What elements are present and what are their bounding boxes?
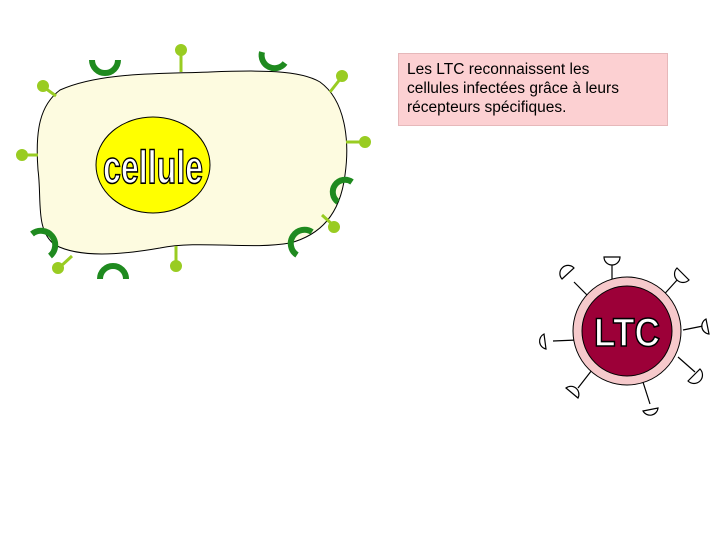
antigen	[175, 44, 187, 72]
caption-line: cellules infectées grâce à leurs	[407, 80, 619, 97]
cell-label: cellule	[103, 141, 203, 193]
receptor-group	[30, 51, 354, 280]
antigen	[170, 246, 182, 272]
cell-receptor	[97, 263, 129, 280]
caption-line: récepteurs spécifiques.	[407, 99, 567, 116]
antigen	[346, 136, 371, 148]
ltc-label: LTC	[594, 311, 660, 355]
ltc-nucleus	[581, 285, 673, 377]
cell-receptor	[258, 51, 288, 72]
antigen-group	[16, 44, 371, 274]
ltc-receptor	[603, 256, 621, 283]
ltc-receptor	[677, 356, 704, 385]
antigen	[52, 254, 74, 274]
infected-cell: cellule	[16, 44, 371, 280]
antigen	[37, 80, 57, 98]
cell-receptor	[30, 227, 59, 259]
ltc-receptor	[538, 333, 578, 350]
ltc-receptor	[682, 318, 710, 335]
ltc-receptor	[565, 369, 593, 399]
ltc-receptor	[641, 378, 659, 416]
ltc-cell: LTC	[538, 256, 710, 416]
caption-line: Les LTC reconnaissent les	[407, 61, 590, 78]
cell-receptor	[329, 176, 354, 205]
cell-receptor	[287, 226, 314, 258]
cell-receptor	[89, 59, 121, 76]
antigen	[16, 149, 38, 161]
caption-box: Les LTC reconnaissent les cellules infec…	[398, 53, 668, 126]
antigen	[328, 70, 348, 93]
cell-nucleus	[95, 116, 211, 214]
antigen	[320, 213, 340, 233]
ltc-receptor	[559, 264, 591, 299]
ltc-receptors	[538, 256, 710, 416]
